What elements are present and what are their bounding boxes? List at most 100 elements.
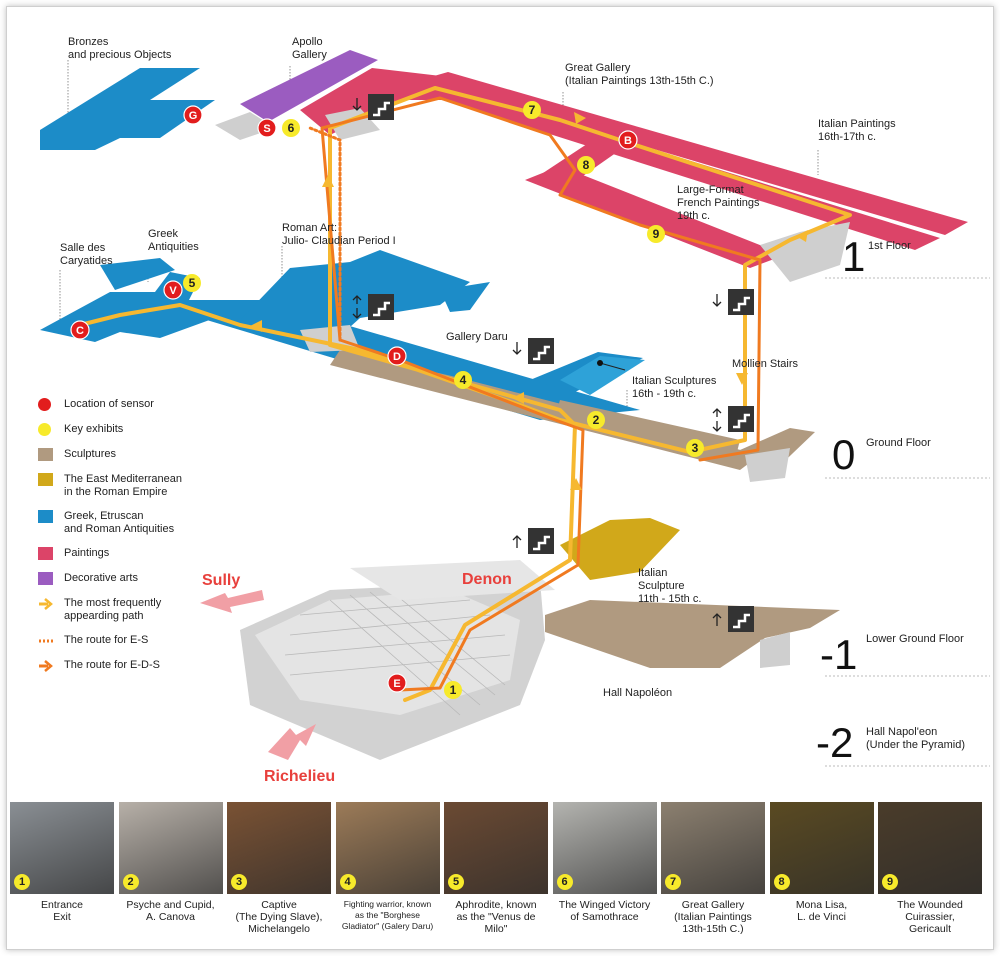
swatch-symbol <box>38 510 54 524</box>
floor-name-1: 1st Floor <box>868 240 911 253</box>
legend-item: The most frequently appearding path <box>38 597 268 623</box>
exhibit-photo: 5 <box>444 802 548 894</box>
label-italian-sculpture-early: Italian Sculpture 11th - 15th c. <box>638 567 701 606</box>
sensor-label: V <box>169 285 177 297</box>
legend-item: Decorative arts <box>38 572 268 586</box>
label-hall-napoleon: Hall Napoléon <box>603 687 672 700</box>
sensor-label: E <box>393 678 400 690</box>
exhibit-marker-label: 6 <box>288 121 295 135</box>
legend-label: Decorative arts <box>64 572 138 585</box>
sensor-label: C <box>76 325 84 337</box>
legend-label: The route for E-S <box>64 634 148 647</box>
exhibit-caption: Aphrodite, known as the "Venus de Milo" <box>444 899 548 935</box>
floor-number-1: 1 <box>842 236 865 278</box>
legend-item: The East Mediterranean in the Roman Empi… <box>38 473 268 499</box>
sensor-dot-symbol <box>38 398 54 412</box>
sensor-marker-b: B <box>619 131 637 149</box>
exhibit-photo: 4 <box>336 802 440 894</box>
hall-napoleon <box>240 560 555 760</box>
floor-name-0: Ground Floor <box>866 437 931 450</box>
exhibit-number-badge: 6 <box>557 874 573 890</box>
legend-label: Key exhibits <box>64 423 123 436</box>
arrow-orange-symbol <box>38 659 54 673</box>
exhibit-caption: Entrance Exit <box>10 899 114 923</box>
exhibit-marker-label: 8 <box>583 158 590 172</box>
legend-label: Greek, Etruscan and Roman Antiquities <box>64 510 174 536</box>
legend-label: The most frequently appearding path <box>64 597 161 623</box>
floor-name-minus-2: Hall Napol'eon (Under the Pyramid) <box>866 726 965 752</box>
legend-item: Sculptures <box>38 448 268 462</box>
exhibit-number-badge: 4 <box>340 874 356 890</box>
italian-sculpture-rooms <box>545 600 840 668</box>
exhibit-photo: 9 <box>878 802 982 894</box>
sensor-marker-d: D <box>388 347 406 365</box>
exhibit-marker-label: 9 <box>653 227 660 241</box>
legend-item: Greek, Etruscan and Roman Antiquities <box>38 510 268 536</box>
legend-item: The route for E-D-S <box>38 659 268 673</box>
exhibit-number-badge: 5 <box>448 874 464 890</box>
exhibit-caption: Captive (The Dying Slave), Michelangelo <box>227 899 331 935</box>
label-apollo-gallery: Apollo Gallery <box>292 36 327 62</box>
exhibit-marker-1: 1 <box>444 681 462 699</box>
exhibit-marker-label: 3 <box>692 441 699 455</box>
exhibit-marker-2: 2 <box>587 411 605 429</box>
sensor-label: G <box>189 110 198 122</box>
legend-item: The route for E-S <box>38 634 268 648</box>
label-great-gallery: Great Gallery (Italian Paintings 13th-15… <box>565 62 714 88</box>
swatch-symbol <box>38 473 54 487</box>
sensor-marker-g: G <box>184 106 202 124</box>
wing-denon: Denon <box>462 571 512 589</box>
label-mollien-stairs: Mollien Stairs <box>732 358 798 371</box>
exhibit-marker-label: 2 <box>593 413 600 427</box>
label-greek-antiquities: Greek Antiquities <box>148 228 199 254</box>
sensor-label: D <box>393 351 401 363</box>
label-gallery-daru: Gallery Daru <box>446 331 508 344</box>
swatch-symbol <box>38 547 54 561</box>
exhibit-marker-7: 7 <box>523 101 541 119</box>
exhibit-marker-label: 7 <box>529 103 536 117</box>
swatch-symbol <box>38 572 54 586</box>
exhibit-number-badge: 3 <box>231 874 247 890</box>
exhibit-number-badge: 8 <box>774 874 790 890</box>
exhibit-marker-label: 5 <box>189 276 196 290</box>
exhibit-marker-6: 6 <box>282 119 300 137</box>
swatch-symbol <box>38 448 54 462</box>
exhibit-photo: 2 <box>119 802 223 894</box>
exhibit-caption: Fighting warrior, known as the "Borghese… <box>336 899 440 932</box>
exhibit-photo: 6 <box>553 802 657 894</box>
legend-label: The East Mediterranean in the Roman Empi… <box>64 473 182 499</box>
exhibit-photo: 7 <box>661 802 765 894</box>
legend-label: The route for E-D-S <box>64 659 160 672</box>
label-italian-sculptures: Italian Sculptures 16th - 19th c. <box>632 375 716 401</box>
richelieu-arrow <box>268 724 316 760</box>
exhibit-marker-9: 9 <box>647 225 665 243</box>
exhibit-photo: 8 <box>770 802 874 894</box>
sensor-marker-c: C <box>71 321 89 339</box>
legend-item: Location of sensor <box>38 398 268 412</box>
label-caryatides: Salle des Caryatides <box>60 242 113 268</box>
floor-number-minus-1: -1 <box>820 634 857 676</box>
exhibit-photo: 1 <box>10 802 114 894</box>
exhibit-card-6: 6The Winged Victory of Samothrace <box>553 802 657 923</box>
floor-number-0: 0 <box>832 434 855 476</box>
exhibit-caption: The Wounded Cuirassier, Gericault <box>878 899 982 935</box>
wing-richelieu: Richelieu <box>264 768 335 786</box>
exhibit-number-badge: 1 <box>14 874 30 890</box>
exhibit-marker-5: 5 <box>183 274 201 292</box>
exhibit-number-badge: 9 <box>882 874 898 890</box>
legend-label: Paintings <box>64 547 109 560</box>
arrow-yellow-symbol <box>38 597 54 611</box>
sensor-label: B <box>624 135 632 147</box>
sensor-marker-v: V <box>164 281 182 299</box>
exhibit-caption: Psyche and Cupid, A. Canova <box>119 899 223 923</box>
sensor-marker-e: E <box>388 674 406 692</box>
exhibit-marker-label: 4 <box>460 373 467 387</box>
exhibit-number-badge: 2 <box>123 874 139 890</box>
exhibit-marker-8: 8 <box>577 156 595 174</box>
